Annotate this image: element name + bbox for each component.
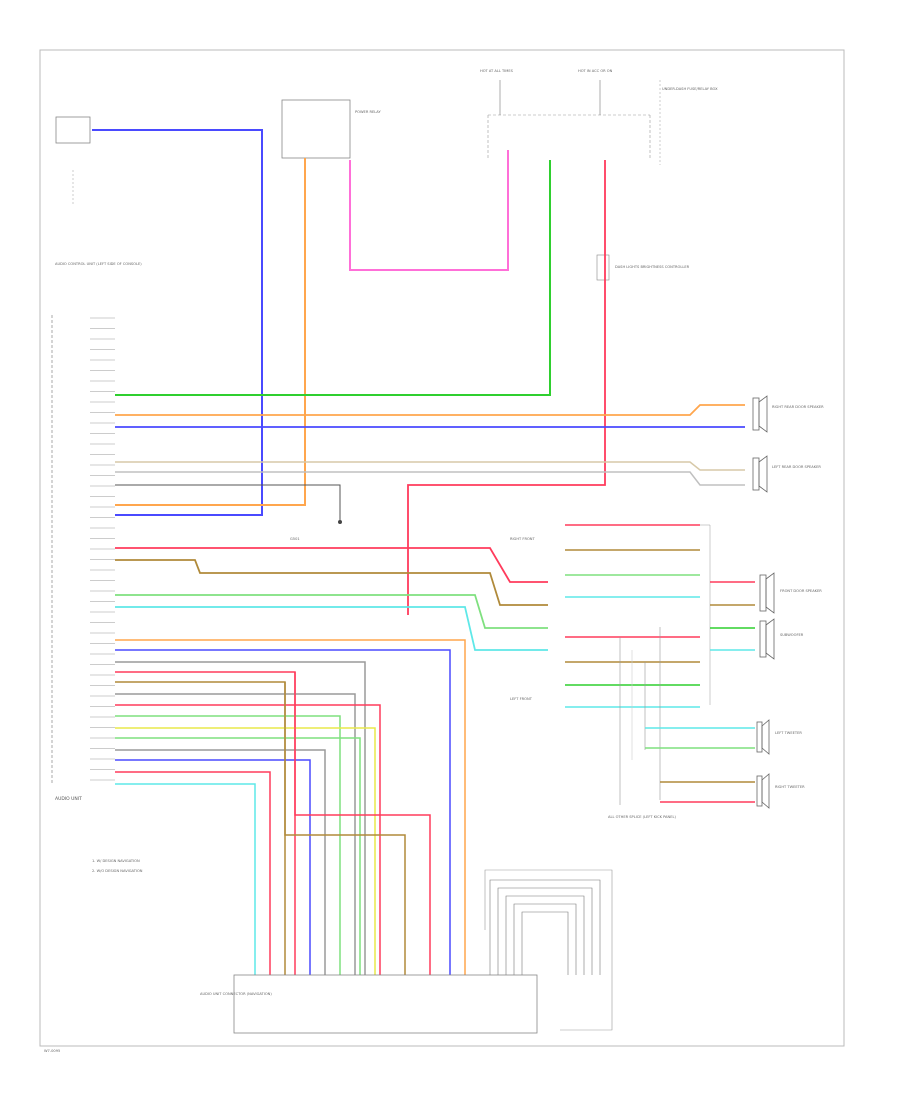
front-door-label: FRONT DOOR SPEAKER <box>780 589 822 593</box>
speaker-left-rear <box>752 455 768 493</box>
speaker-right-rear <box>752 395 768 433</box>
antenna-component <box>55 116 91 144</box>
tweeter-left-label: LEFT TWEETER <box>775 731 802 735</box>
wire-lightgreen-front <box>115 594 548 629</box>
wire-green <box>115 160 551 396</box>
splice-label: ALL OTHER SPLICE (LEFT KICK PANEL) <box>608 815 676 819</box>
legend-item-2: 2. W/O DESIGN NAVIGATION <box>92 869 143 873</box>
connector-wire <box>521 911 569 975</box>
harness-wire <box>115 704 381 975</box>
dash-light-label: DASH LIGHTS BRIGHTNESS CONTROLLER <box>615 265 690 269</box>
wire-gray-speaker <box>115 471 745 486</box>
audio-unit-pins <box>90 317 115 781</box>
hot-in-acc-label: HOT IN ACC OR ON <box>578 69 613 73</box>
wire-blue-antenna <box>92 129 263 516</box>
harness-wire <box>115 749 326 975</box>
connector-wire <box>513 903 577 975</box>
audio-unit-label: AUDIO UNIT <box>55 796 82 802</box>
right-rear-label: RIGHT REAR DOOR SPEAKER <box>772 405 824 409</box>
harness-wire <box>115 759 311 975</box>
harness-wire <box>115 727 376 975</box>
wire-brown-front <box>115 559 548 606</box>
wire-red-front <box>115 547 548 583</box>
harness-wire <box>115 771 271 975</box>
subwoofer-label: SUBWOOFER <box>780 633 804 637</box>
power-relay-box <box>281 99 351 159</box>
receiver-label: AUDIO CONTROL UNIT (LEFT SIDE OF CONSOLE… <box>55 262 142 266</box>
left-front-label: LEFT FRONT <box>510 697 533 701</box>
harness-wire <box>294 672 431 975</box>
fuse-box-label: UNDER-DASH FUSE/RELAY BOX <box>662 87 718 91</box>
harness-wire <box>115 649 451 975</box>
hot-at-all-times-label: HOT AT ALL TIMES <box>480 69 514 73</box>
wire-orange-relay <box>115 158 306 506</box>
lower-harness <box>115 639 601 975</box>
right-front-label: RIGHT FRONT <box>510 537 535 541</box>
connector-wire <box>505 895 585 975</box>
bottom-connector-box <box>233 974 538 1034</box>
left-rear-label: LEFT REAR DOOR SPEAKER <box>772 465 821 469</box>
connector-wire <box>489 879 601 975</box>
wire-orange-speaker <box>115 404 745 416</box>
bottom-connector-label: AUDIO UNIT CONNECTOR (NAVIGATION) <box>200 992 272 996</box>
speaker-right-tweeter <box>756 773 770 809</box>
wire-tan-speaker <box>115 461 745 471</box>
wire-ground <box>115 484 341 520</box>
harness-wire <box>115 681 286 975</box>
harness-wire <box>115 783 256 975</box>
wire-pink <box>349 150 509 271</box>
connector-wire <box>497 887 593 975</box>
speaker-left-tweeter <box>756 719 770 755</box>
legend-item-1: 1. W/ DESIGN NAVIGATION <box>92 859 140 863</box>
diagram-frame <box>39 49 845 1047</box>
harness-wire <box>115 737 361 975</box>
harness-wire <box>115 661 366 975</box>
harness-wire <box>115 671 296 975</box>
tweeter-right-label: RIGHT TWEETER <box>775 785 805 789</box>
harness-wire <box>284 682 406 975</box>
harness-wire <box>115 715 341 975</box>
right-connector-outline <box>484 869 613 1031</box>
junction-label: G501 <box>290 537 300 541</box>
power-relay-label: POWER RELAY <box>355 110 381 114</box>
harness-wire <box>115 693 356 975</box>
speaker-front-door <box>759 572 775 614</box>
harness-wire <box>115 639 466 975</box>
wire-cyan-front <box>115 606 548 651</box>
junction-dot <box>338 520 342 524</box>
speaker-subwoofer <box>759 618 775 660</box>
dash-light-controller <box>596 254 610 281</box>
wire-red-power <box>407 160 606 615</box>
figure-code: W7-0095 <box>44 1049 60 1053</box>
